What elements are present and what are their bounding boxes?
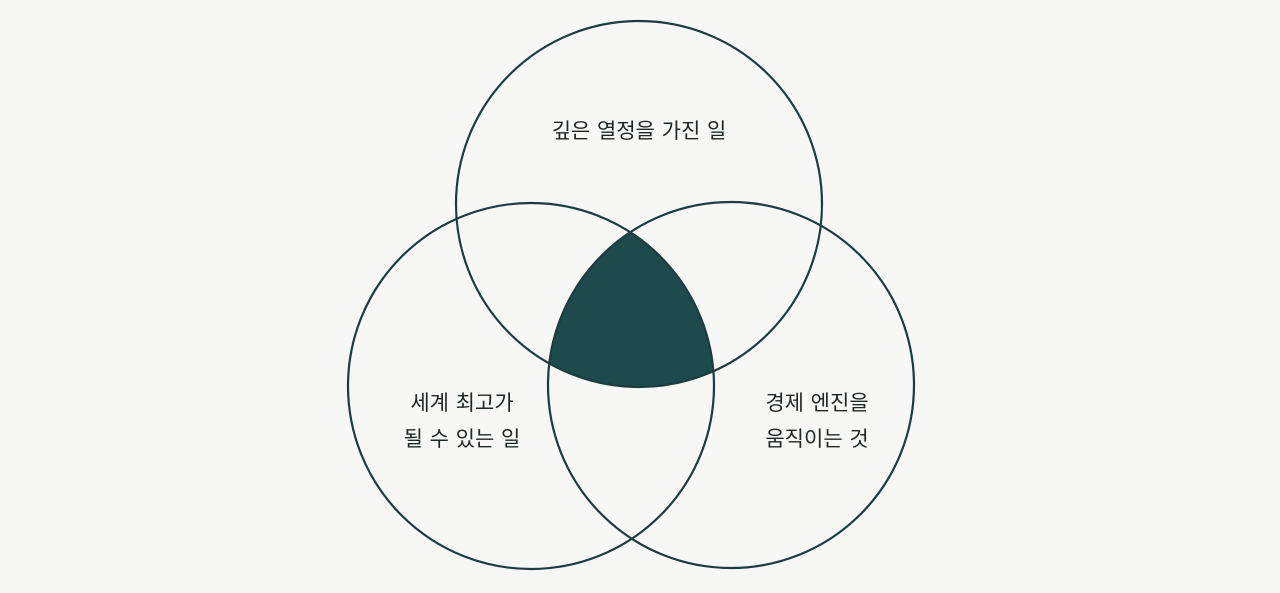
circle-left — [346, 201, 716, 571]
center-intersection — [548, 203, 714, 387]
label-top-line-1: 깊은 열정을 가진 일 — [552, 119, 727, 143]
label-right-line-2: 움직이는 것 — [765, 427, 868, 451]
label-left-line-2: 될 수 있는 일 — [404, 427, 521, 451]
circle-right — [546, 200, 916, 570]
label-right-line-1: 경제 엔진을 — [765, 391, 868, 415]
label-left-line-1: 세계 최고가 — [410, 391, 513, 415]
circle-top — [454, 19, 824, 389]
